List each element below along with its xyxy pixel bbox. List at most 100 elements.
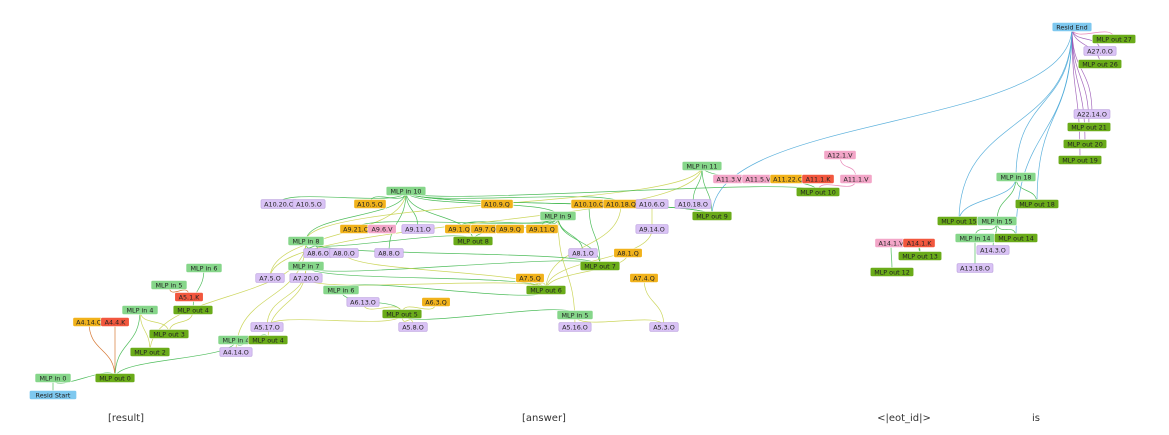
node-label: MLP out 10 bbox=[800, 188, 836, 196]
edge-mlp_out_4_a-to-mlp_in_6_a bbox=[192, 267, 205, 311]
node-label: A10.5.Q bbox=[357, 200, 383, 208]
node-label: MLP out 6 bbox=[530, 286, 562, 294]
node-box bbox=[568, 248, 598, 258]
node-a27-0-o: A27.0.O bbox=[1083, 46, 1117, 56]
node-mlp-out-20: MLP out 20 bbox=[1062, 139, 1108, 149]
node-mlp-out-0: MLP out 0 bbox=[94, 373, 136, 383]
node-a9-14-o: A9.14.O bbox=[635, 224, 669, 234]
node-box bbox=[398, 322, 428, 332]
node-box bbox=[956, 263, 994, 273]
node-label: MLP out 20 bbox=[1067, 140, 1103, 148]
node-a9-7-q: A9.7.Q bbox=[470, 224, 500, 234]
node-box bbox=[287, 261, 325, 271]
node-label: A10.18.O bbox=[678, 200, 708, 208]
node-mlp-out-5: MLP out 5 bbox=[381, 309, 423, 319]
node-label: MLP out 12 bbox=[874, 268, 910, 276]
node-label: A7.5.O bbox=[259, 274, 281, 282]
edge-mlp_in_15-to-mlp_in_18 bbox=[996, 176, 1017, 222]
token-label-is: is bbox=[1032, 413, 1040, 424]
node-a10-6-o: A10.6.O bbox=[635, 199, 669, 209]
node-box bbox=[674, 199, 712, 209]
node-label: A11.3.V bbox=[716, 175, 742, 183]
node-label: MLP out 13 bbox=[902, 252, 938, 260]
node-label: A11.5.V bbox=[745, 175, 771, 183]
node-box bbox=[993, 233, 1039, 243]
node-a9-11-q: A9.11.Q bbox=[525, 224, 559, 234]
node-box bbox=[1014, 199, 1060, 209]
node-box bbox=[1073, 109, 1111, 119]
node-mlp-in-5-b: MLP in 5 bbox=[556, 310, 594, 320]
node-a11-5-v: A11.5.V bbox=[741, 174, 775, 184]
node-label: A10.5.O bbox=[296, 200, 322, 208]
node-label: MLP out 19 bbox=[1062, 156, 1098, 164]
node-box bbox=[976, 216, 1018, 226]
edge-mlp_in_8-to-mlp_out_7 bbox=[305, 240, 601, 267]
edge-a4_14_o-to-mlp_in_8 bbox=[235, 240, 307, 353]
node-box bbox=[100, 317, 130, 327]
node-mlp-out-21: MLP out 21 bbox=[1066, 122, 1112, 132]
node-label: A4.14.Q bbox=[76, 318, 102, 326]
node-box bbox=[174, 292, 204, 302]
node-box bbox=[129, 347, 171, 357]
edge-a8_1_q-to-mlp_out_6 bbox=[545, 252, 629, 291]
node-label: MLP out 7 bbox=[584, 262, 616, 270]
node-mlp-out-15: MLP out 15 bbox=[936, 216, 982, 226]
edge-mlp_out_9-to-mlp_in_11 bbox=[701, 165, 713, 217]
node-label: MLP out 4 bbox=[252, 336, 284, 344]
node-mlp-in-11: MLP in 11 bbox=[681, 161, 723, 171]
node-a14-3-o: A14.3.O bbox=[976, 245, 1010, 255]
node-mlp-in-5-a: MLP in 5 bbox=[150, 280, 188, 290]
edge-mlp_out_0-to-mlp_in_4_a bbox=[114, 309, 141, 379]
node-a10-18-q: A10.18.Q bbox=[602, 199, 640, 209]
node-label: MLP in 5 bbox=[156, 281, 183, 289]
node-label: MLP out 3 bbox=[153, 330, 185, 338]
edge-mlp_out_15-to-mlp_in_18 bbox=[958, 176, 1017, 222]
node-label: MLP in 6 bbox=[328, 286, 355, 294]
node-box bbox=[1091, 34, 1137, 44]
node-box bbox=[556, 310, 594, 320]
node-label: MLP out 15 bbox=[941, 217, 977, 225]
edge-mlp_out_6-to-mlp_in_6_b bbox=[340, 284, 547, 296]
node-box bbox=[839, 174, 873, 184]
node-box bbox=[255, 273, 285, 283]
edge-a10_10_q-to-mlp_out_7 bbox=[588, 203, 601, 267]
node-label: MLP out 14 bbox=[998, 234, 1034, 242]
node-label: MLP in 9 bbox=[545, 212, 572, 220]
node-label: A10.9.Q bbox=[484, 200, 510, 208]
node-box bbox=[329, 248, 359, 258]
node-mlp-in-10: MLP in 10 bbox=[385, 186, 427, 196]
node-label: A10.18.Q bbox=[606, 200, 636, 208]
node-box bbox=[121, 305, 159, 315]
token-label-eot-id: <|eot_id|> bbox=[877, 413, 931, 424]
node-label: MLP out 5 bbox=[386, 310, 418, 318]
edge-mlp_in_7-to-mlp_out_7 bbox=[305, 260, 601, 272]
node-label: A8.6.O bbox=[307, 249, 329, 257]
node-label: A27.0.O bbox=[1087, 47, 1113, 55]
node-label: A4.14.O bbox=[223, 348, 249, 356]
node-label: A9.14.O bbox=[639, 225, 665, 233]
node-box bbox=[374, 248, 404, 258]
node-box bbox=[649, 322, 679, 332]
node-label: A5.8.O bbox=[402, 323, 424, 331]
node-a4-14-q: A4.14.Q bbox=[72, 317, 106, 327]
node-box bbox=[579, 261, 621, 271]
node-box bbox=[34, 373, 72, 383]
node-label: A11.1.V bbox=[843, 175, 869, 183]
node-label: MLP in 4 bbox=[223, 336, 250, 344]
node-label: A14.1.K bbox=[907, 239, 933, 247]
node-mlp-out-26: MLP out 26 bbox=[1077, 59, 1123, 69]
node-a5-17-o: A5.17.O bbox=[250, 322, 284, 332]
edge-mlp_out_0-to-a4_14_q bbox=[88, 321, 116, 379]
node-label: A10.10.Q bbox=[574, 200, 604, 208]
node-label: A8.8.O bbox=[378, 249, 400, 257]
edge-mlp_out_0-to-mlp_in_4_b bbox=[114, 339, 237, 379]
node-label: A6.13.O bbox=[350, 298, 376, 306]
node-box bbox=[495, 224, 525, 234]
node-a7-20-o: A7.20.O bbox=[289, 273, 323, 283]
node-mlp-out-8: MLP out 8 bbox=[452, 236, 494, 246]
node-a5-8-o: A5.8.O bbox=[398, 322, 428, 332]
node-a6-3-q: A6.3.Q bbox=[421, 297, 451, 307]
node-label: MLP in 15 bbox=[982, 217, 1013, 225]
node-box bbox=[1077, 59, 1123, 69]
node-a12-1-v: A12.1.V bbox=[823, 150, 857, 160]
